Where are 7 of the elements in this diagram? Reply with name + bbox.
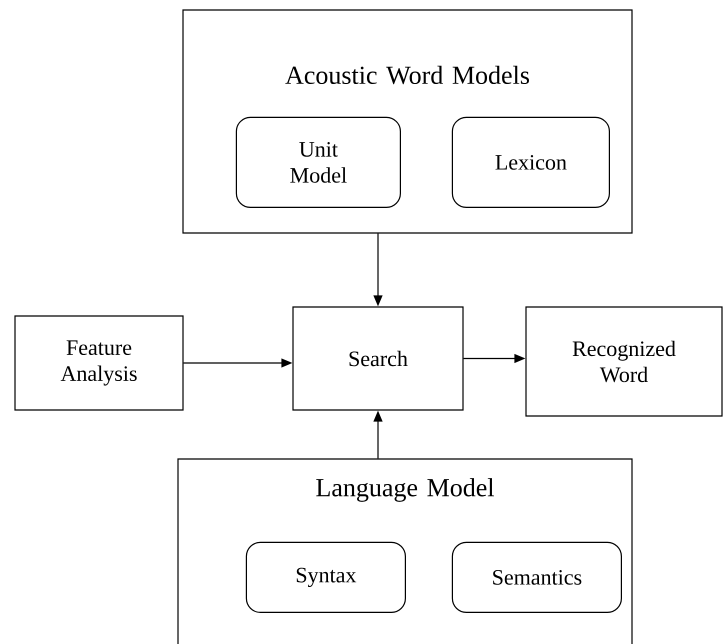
process-box: Feature Analysis — [14, 315, 184, 411]
process-box: Recognized Word — [525, 306, 723, 417]
component-box: Lexicon — [452, 116, 610, 208]
process-box: Search — [292, 306, 464, 411]
component-box: Semantics — [452, 542, 622, 613]
component-box: Syntax — [246, 542, 406, 613]
component-box: Unit Model — [236, 116, 401, 208]
